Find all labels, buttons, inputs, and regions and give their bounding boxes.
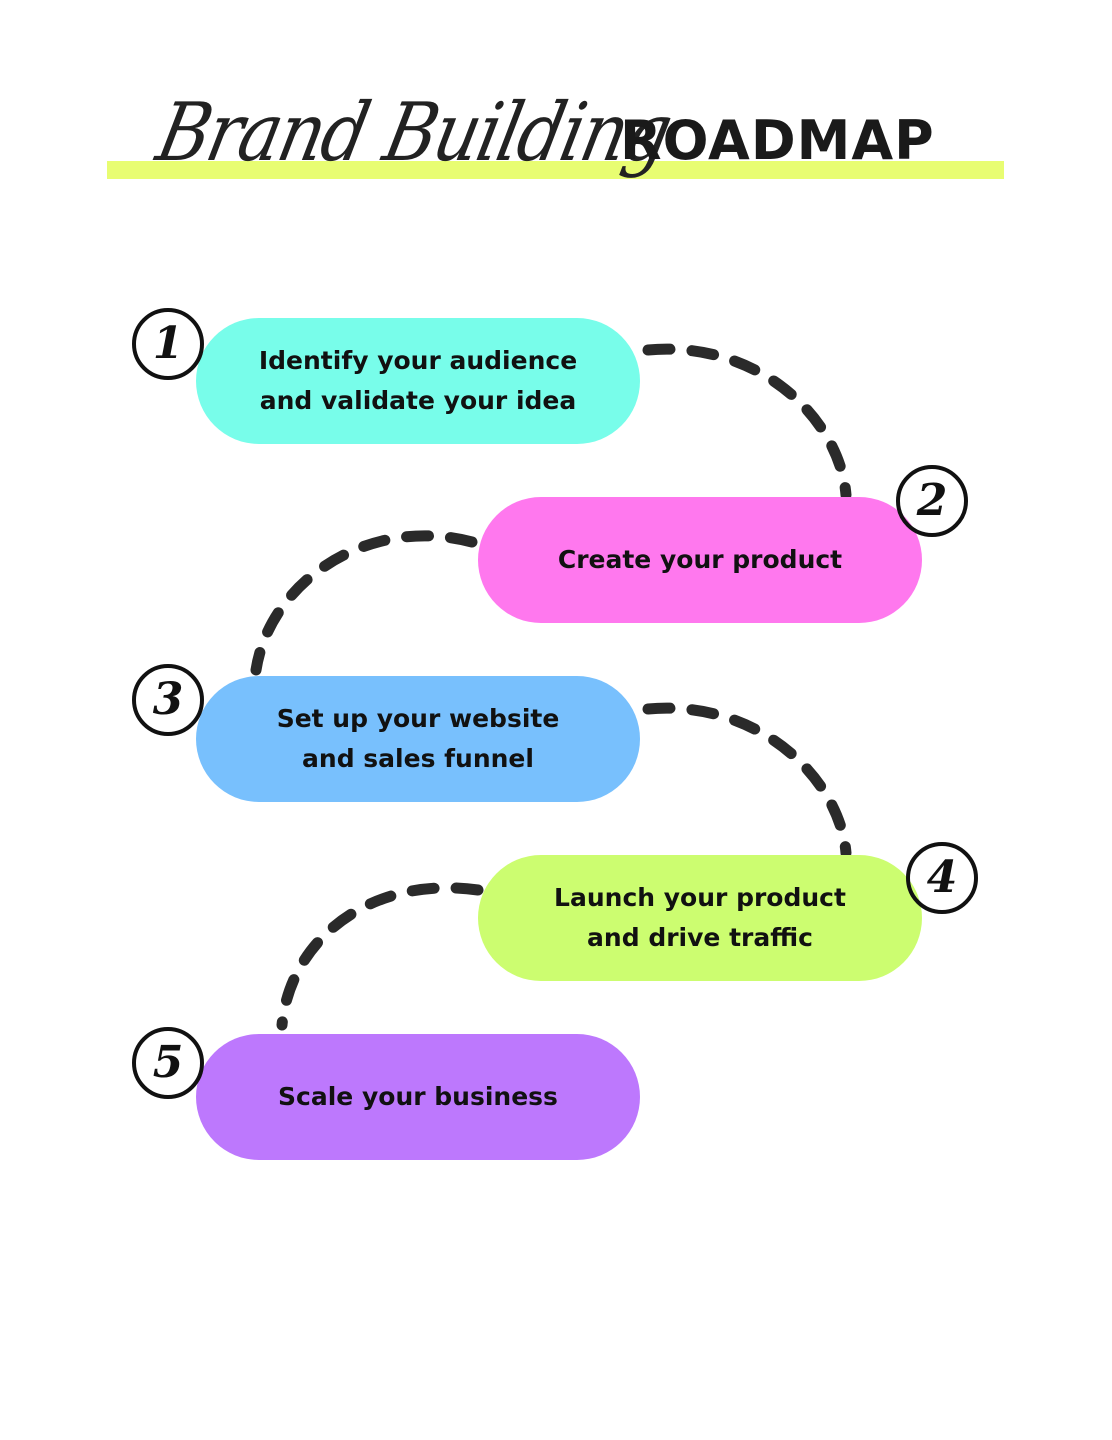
connector-2-3 [250,530,478,676]
step-1-number: 1 [132,308,204,380]
step-1-pill: Identify your audience and validate your… [196,318,640,444]
step-5-pill: Scale your business [196,1034,640,1160]
title-bold-text: ROADMAP [620,109,935,172]
step-3-pill: Set up your website and sales funnel [196,676,640,802]
title-highlight-bar [107,161,1004,179]
connector-3-4 [642,702,852,859]
step-5-number: 5 [132,1027,204,1099]
step-3-number: 3 [132,664,204,736]
connector-4-5 [276,882,484,1031]
step-4-pill: Launch your product and drive traffic [478,855,922,981]
step-4-number: 4 [906,842,978,914]
connector-1-2 [642,343,852,501]
step-2-number: 2 [896,465,968,537]
step-2-pill: Create your product [478,497,922,623]
